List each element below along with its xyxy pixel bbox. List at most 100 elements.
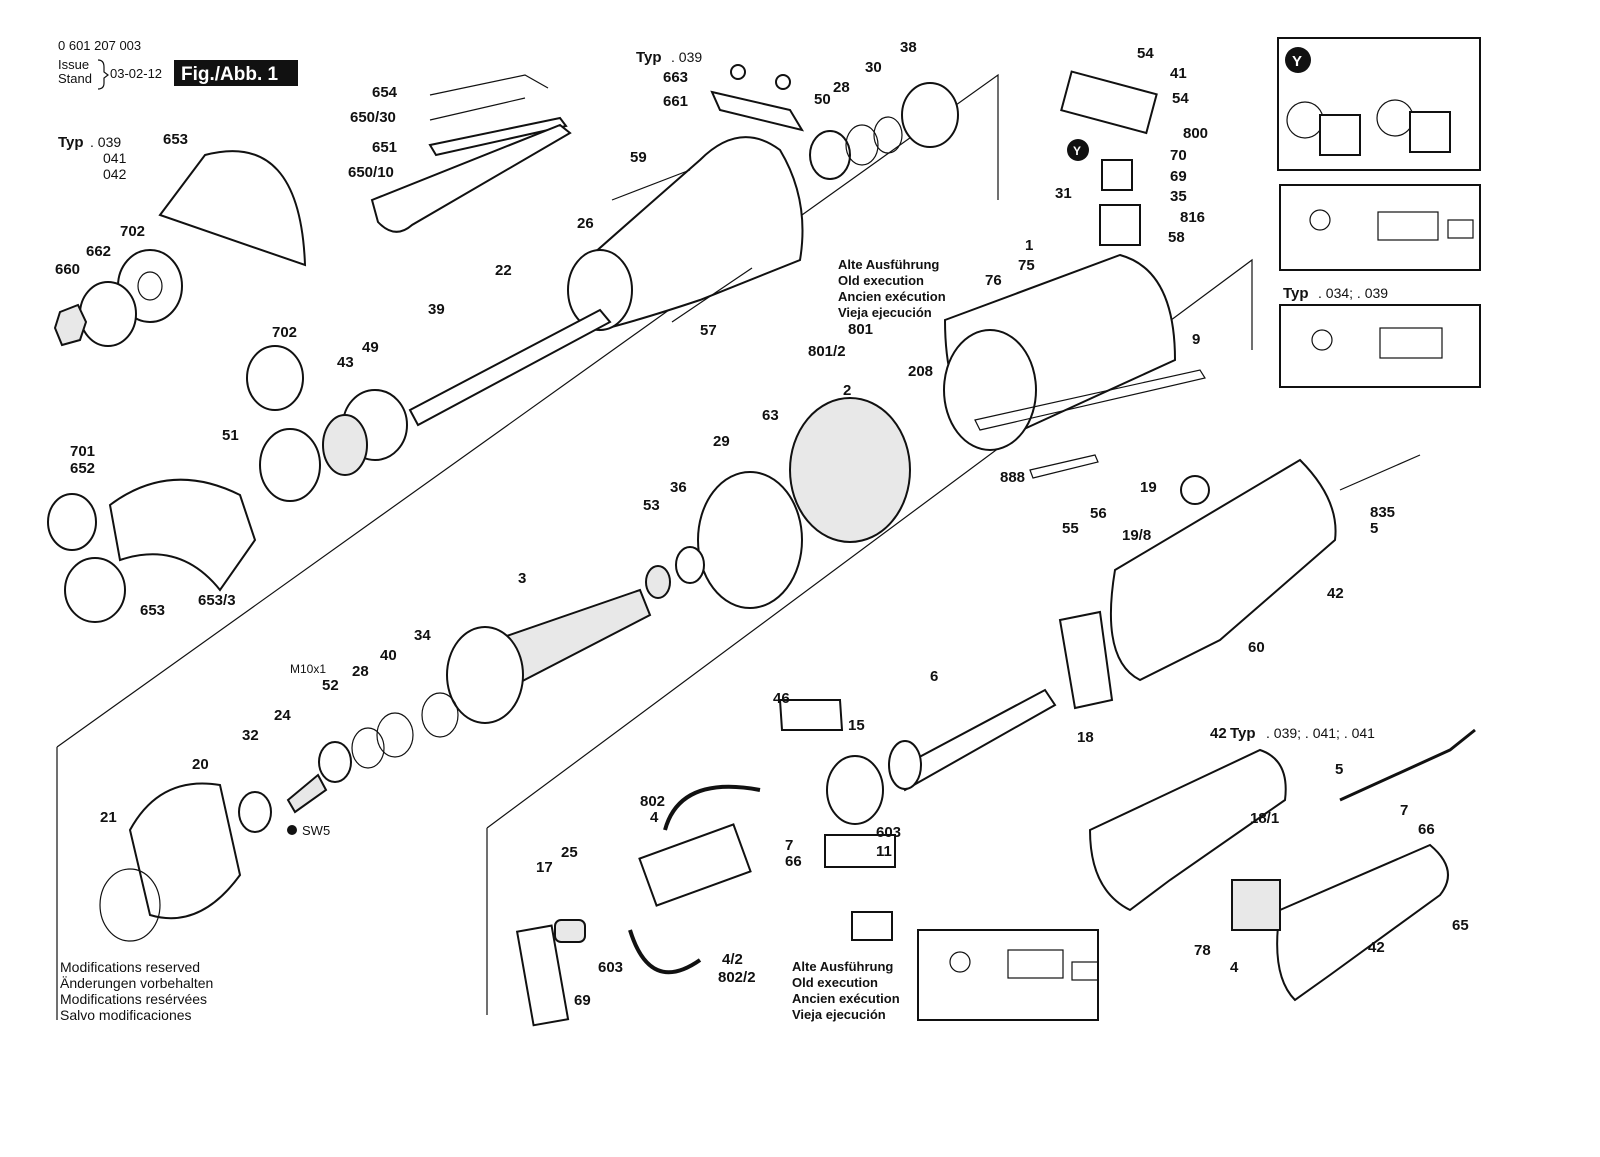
part-number-19: 19 — [1140, 479, 1157, 496]
part-number-28: 28 — [352, 663, 369, 680]
control-box-2 — [1379, 327, 1443, 359]
part-number-50: 50 — [814, 91, 831, 108]
part-number-5: 5 — [1370, 520, 1378, 537]
old-exec-top-es: Vieja ejecución — [838, 305, 932, 320]
inset-spring-left — [1286, 101, 1324, 139]
part-number-2: 2 — [843, 382, 851, 399]
plate-9 — [974, 369, 1206, 431]
motor-symbol-2 — [1311, 329, 1333, 351]
inset-brush-left — [1319, 114, 1361, 156]
part-number-21: 21 — [100, 809, 117, 826]
part-number-701: 701 — [70, 443, 95, 460]
housing-26-collar — [567, 249, 633, 331]
mod-note-es: Salvo modificaciones — [60, 1007, 192, 1023]
pinion-24 — [286, 773, 328, 814]
part-number-835: 835 — [1370, 504, 1395, 521]
part-number-702: 702 — [120, 223, 145, 240]
stand-label: Stand — [58, 71, 92, 86]
flange-701 — [47, 493, 97, 551]
bearing-flange-20 — [128, 782, 242, 920]
part-number-54: 54 — [1172, 90, 1189, 107]
cable-5 — [1339, 728, 1476, 802]
screw-57 — [671, 267, 753, 323]
old-exec-bottom-de: Alte Ausführung — [792, 959, 893, 974]
cover-41 — [1060, 70, 1158, 135]
part-number-1: 1 — [1025, 237, 1033, 254]
ring-34 — [421, 692, 459, 738]
bearing-50 — [809, 130, 851, 180]
part-number-4: 4 — [650, 809, 659, 826]
part-number-56: 56 — [1090, 505, 1107, 522]
bearing-53 — [645, 565, 671, 599]
inset-brush-detail — [1277, 37, 1481, 171]
part-number-654: 654 — [372, 84, 398, 101]
switch-19 — [1180, 475, 1210, 505]
part-number-3: 3 — [518, 570, 526, 587]
part-number-51: 51 — [222, 427, 239, 444]
o-ring-21 — [99, 868, 161, 942]
handle-half-42-upper — [1088, 748, 1287, 912]
handle-42 — [1109, 458, 1337, 682]
y-badge-text: Y — [1292, 53, 1302, 70]
part-number-55: 55 — [1062, 520, 1079, 537]
typ-gear-head-word: Typ — [636, 49, 662, 66]
ring-28-top — [845, 124, 879, 166]
part-number-52: 52 — [322, 677, 339, 694]
old-execution-note-bottom: Alte Ausführung Old execution Ancien exé… — [792, 959, 900, 1022]
part-number-42: 42 — [1327, 585, 1344, 602]
part-number-63: 63 — [762, 407, 779, 424]
middle-panel-frame — [486, 258, 1253, 1015]
part-number-28: 28 — [833, 79, 850, 96]
typ-wiring-lower: . 034; . 039 — [1318, 285, 1388, 301]
typ-wiring-lower-word: Typ — [1283, 285, 1309, 302]
part-number-32: 32 — [242, 727, 259, 744]
part-number-42: 42 — [1368, 939, 1385, 956]
doc-number: 0 601 207 003 — [58, 38, 141, 53]
part-number-65: 65 — [1452, 917, 1469, 934]
gear-43 — [322, 414, 368, 476]
part-number-15: 15 — [848, 717, 865, 734]
modifications-note: Modifications reserved Änderungen vorbeh… — [60, 959, 213, 1023]
part-number-702: 702 — [272, 324, 297, 341]
y-badge — [1285, 47, 1311, 73]
mod-note-en: Modifications reserved — [60, 959, 200, 975]
control-box-1b — [1447, 219, 1474, 239]
part-number-26: 26 — [577, 215, 594, 232]
part-number-20: 20 — [192, 756, 209, 773]
gasket-18 — [1058, 610, 1114, 710]
part-number-208: 208 — [908, 363, 933, 380]
field-2 — [789, 397, 911, 543]
old-exec-bottom-fr: Ancien exécution — [792, 991, 900, 1006]
part-number-651: 651 — [372, 139, 397, 156]
upper-panel-frame — [56, 73, 999, 1020]
typ-handle-word: Typ — [1230, 725, 1256, 742]
nut-660 — [53, 303, 88, 347]
part-number-49: 49 — [362, 339, 379, 356]
part-number-54: 54 — [1137, 45, 1154, 62]
old-exec-top-en: Old execution — [838, 273, 924, 288]
part-number-7: 7 — [785, 837, 793, 854]
part-number-650-10: 650/10 — [348, 164, 394, 181]
part-number-9: 9 — [1192, 331, 1200, 348]
part-number-53: 53 — [643, 497, 660, 514]
part-number-653: 653 — [140, 602, 165, 619]
part-number-76: 76 — [985, 272, 1002, 289]
capacitor-old — [851, 911, 893, 941]
y-badge-small — [1067, 139, 1089, 161]
part-number-43: 43 — [337, 354, 354, 371]
issue-date: 03-02-12 — [110, 66, 162, 81]
guard-653 — [108, 478, 257, 592]
part-number-66: 66 — [1418, 821, 1435, 838]
part-number-42: 42 — [1210, 725, 1227, 742]
figure-badge-bg — [174, 60, 298, 86]
part-number-661: 661 — [663, 93, 688, 110]
typ-guard-2: 041 — [103, 150, 127, 166]
wires-802 — [628, 784, 761, 975]
capacitor-46 — [778, 699, 844, 731]
clamp-661 — [710, 90, 805, 132]
part-number-59: 59 — [630, 149, 647, 166]
fan-3 — [446, 626, 524, 724]
hex-nut-symbol — [287, 825, 297, 835]
control-box-old — [1007, 949, 1064, 979]
part-number-663: 663 — [663, 69, 688, 86]
